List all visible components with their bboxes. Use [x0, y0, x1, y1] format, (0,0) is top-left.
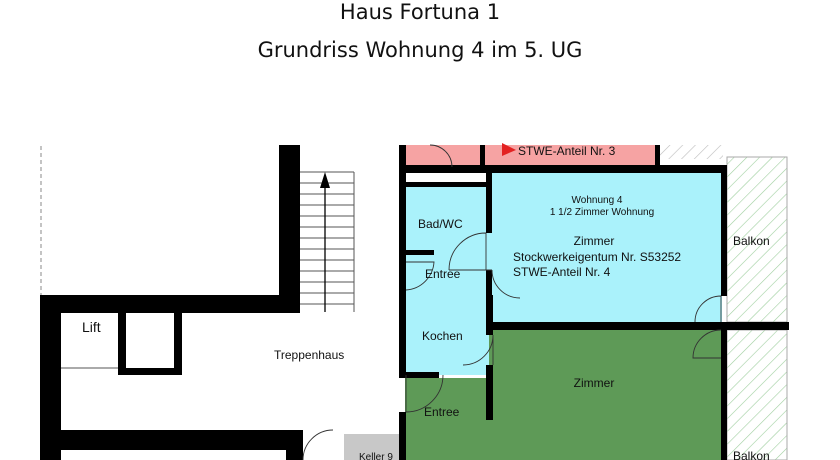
label-entree-1: Entree: [425, 267, 461, 281]
label-keller: Keller 9: [359, 452, 393, 460]
label-wohnung-typ: 1 1/2 Zimmer Wohnung: [550, 207, 654, 218]
label-kochen: Kochen: [422, 329, 463, 343]
unit-green-entree-area: [405, 378, 489, 460]
label-stwe3: STWE-Anteil Nr. 3: [518, 144, 616, 158]
label-lift: Lift: [82, 319, 101, 335]
door-swings: [302, 144, 722, 460]
unit-green-area: [489, 330, 722, 460]
balcony-lower: [726, 329, 788, 460]
label-wohnung: Wohnung 4: [572, 195, 623, 206]
unit4-kitchen-area: [405, 297, 489, 375]
unit4-entree-area: [405, 253, 489, 297]
label-balkon-2: Balkon: [733, 449, 770, 460]
keller-area: [344, 434, 400, 460]
plan-subtitle: Grundriss Wohnung 4 im 5. UG: [257, 38, 583, 62]
unit3-area: [405, 145, 657, 167]
staircase: [300, 171, 355, 312]
plan-title: Haus Fortuna 1: [339, 0, 501, 24]
label-stwe4: STWE-Anteil Nr. 4: [513, 265, 611, 279]
label-entree-2: Entree: [424, 405, 460, 419]
label-zimmer-2: Zimmer: [574, 376, 615, 390]
red-arrow-icon: [502, 143, 516, 156]
unit4-living-area: [489, 173, 722, 326]
walls: [40, 145, 789, 460]
stair-arrow-icon: [320, 172, 330, 312]
label-zimmer-1: Zimmer: [574, 234, 615, 248]
label-bad-wc: Bad/WC: [418, 217, 463, 231]
label-treppenhaus: Treppenhaus: [274, 348, 344, 362]
label-balkon-1: Balkon: [733, 234, 770, 248]
unit3-balcony-hatch: [660, 145, 723, 159]
unit4-bath-area: [405, 185, 489, 253]
label-stockwerkeigentum: Stockwerkeigentum Nr. S53252: [513, 250, 681, 264]
